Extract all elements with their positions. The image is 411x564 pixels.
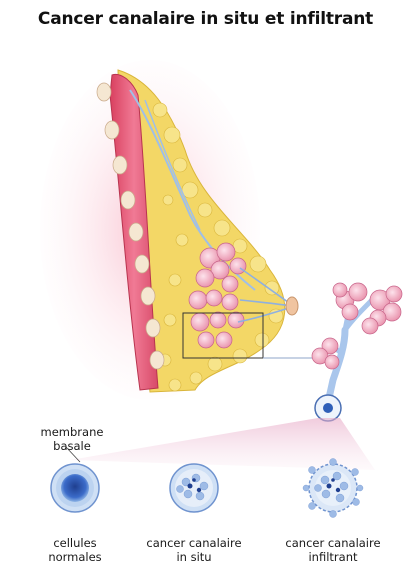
duct-lumen bbox=[323, 403, 333, 413]
in-situ-label: cancer canalaire in situ bbox=[138, 536, 250, 564]
duct-detail bbox=[312, 283, 402, 398]
membrane-label: membrane basale bbox=[36, 425, 108, 453]
normal-cells-label: cellules normales bbox=[36, 536, 114, 564]
normal-duct-cell bbox=[51, 464, 99, 512]
in-situ-duct-cell bbox=[170, 464, 218, 512]
infiltrant-label: cancer canalaire infiltrant bbox=[276, 536, 390, 564]
nipple bbox=[286, 297, 298, 315]
magnification-funnel bbox=[70, 418, 375, 470]
